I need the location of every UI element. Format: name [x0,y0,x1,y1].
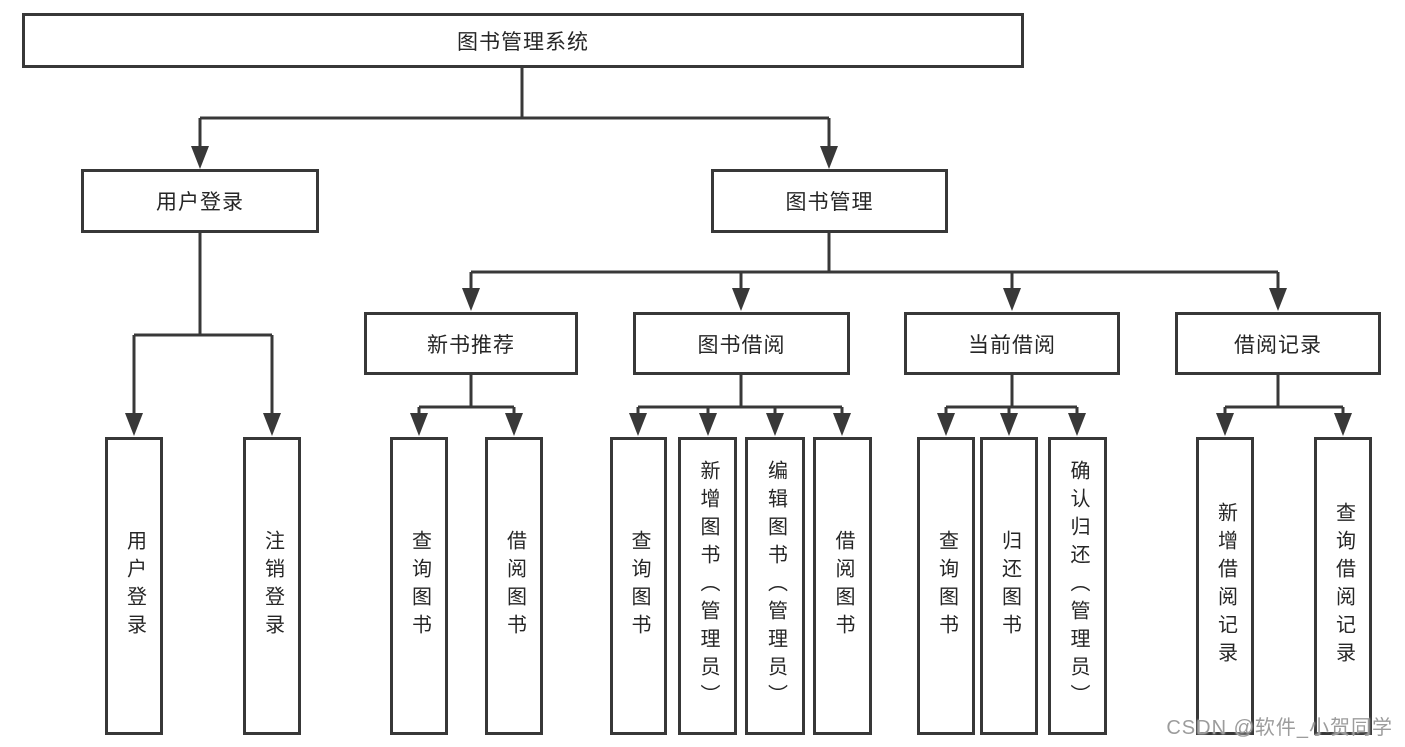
node-label: 归还图书 [998,530,1021,642]
leaf-borrow-books: 借阅图书 [813,437,872,735]
leaf-borrow-books-recommend: 借阅图书 [485,437,543,735]
leaf-query-books-recommend: 查询图书 [390,437,448,735]
leaf-query-borrow-record: 查询借阅记录 [1314,437,1372,735]
node-label: 借阅图书 [832,530,854,642]
node-label: 当前借阅 [968,333,1056,357]
node-label: 查询图书 [408,530,431,642]
node-label: 编辑图书（管理员） [764,460,787,712]
node-label: 借阅图书 [503,530,526,642]
node-label: 新增借阅记录 [1214,502,1237,670]
node-new-book-recommend: 新书推荐 [364,312,578,375]
node-user-login: 用户登录 [81,169,319,233]
leaf-user-login: 用户登录 [105,437,163,735]
node-label: 图书借阅 [697,333,786,357]
leaf-edit-book-admin: 编辑图书（管理员） [745,437,805,735]
node-label: 借阅记录 [1234,333,1322,357]
leaf-query-books-current: 查询图书 [917,437,975,735]
node-book-borrow: 图书借阅 [633,312,850,375]
node-label: 图书管理系统 [457,30,589,54]
node-root: 图书管理系统 [22,13,1024,68]
node-borrow-records: 借阅记录 [1175,312,1381,375]
watermark: CSDN @软件_小贺同学 [1166,717,1393,739]
node-label: 查询图书 [628,530,650,642]
leaf-add-borrow-record: 新增借阅记录 [1196,437,1254,735]
leaf-query-books-borrow: 查询图书 [610,437,667,735]
leaf-return-books: 归还图书 [980,437,1038,735]
node-label: 确认归还（管理员） [1067,460,1089,712]
node-book-management: 图书管理 [711,169,948,233]
leaf-confirm-return-admin: 确认归还（管理员） [1048,437,1107,735]
node-label: 新增图书（管理员） [697,460,719,712]
node-label: 用户登录 [156,191,244,214]
node-label: 注销登录 [261,530,284,642]
leaf-add-book-admin: 新增图书（管理员） [678,437,737,735]
node-label: 图书管理 [785,191,874,214]
node-label: 查询图书 [935,530,958,642]
node-label: 新书推荐 [427,333,515,357]
arrowhead-icons [125,146,1352,436]
node-label: 用户登录 [123,530,146,642]
node-current-borrow: 当前借阅 [904,312,1120,375]
leaf-logout: 注销登录 [243,437,301,735]
node-label: 查询借阅记录 [1332,502,1355,670]
